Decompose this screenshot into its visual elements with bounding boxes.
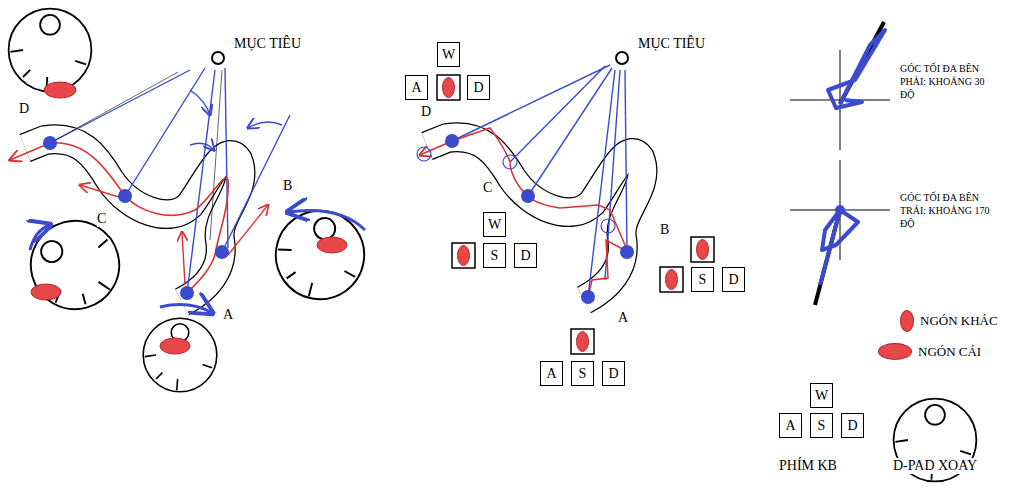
key-box: W [483,212,506,237]
label: D-PAD XOAY [893,458,977,474]
label: D [19,101,29,117]
key-box: D [841,413,864,438]
key-letter: W [815,388,828,404]
key-box: D [467,75,490,100]
key-letter: W [488,217,501,233]
key-box: W [437,42,460,67]
key-box: D [602,361,625,386]
legend-swatch [900,310,914,332]
label: D [421,104,431,120]
key-letter: D [473,80,483,96]
legend-swatch [878,343,912,360]
label: C [97,211,106,227]
key-box: S [571,361,594,386]
key-letter: D [728,272,738,288]
legend-text: NGÓN CÁI [918,344,981,360]
key-letter: D [608,366,618,382]
key-letter: A [785,418,795,434]
key-letter: S [491,248,499,264]
legend-text: NGÓN KHÁC [920,313,998,329]
label: MỤC TIÊU [638,36,705,52]
key-letter: A [546,366,556,382]
key-box: A [540,361,563,386]
key-letter: W [442,47,455,63]
label: B [283,178,292,194]
key-letter: A [411,80,421,96]
label: MỤC TIÊU [234,36,301,52]
key-box: W [810,383,833,408]
legend-row: NGÓN KHÁC [900,310,998,332]
key-letter: D [847,418,857,434]
key-letter: S [818,418,826,434]
angle-note: GÓC TỐI ĐA BÊN TRÁI: KHOẢNG 170 ĐỘ [900,191,1000,230]
label: PHÍM KB [779,458,837,474]
key-box: S [810,413,833,438]
label: C [483,180,492,196]
key-box: A [405,75,428,100]
key-box: S [691,267,714,292]
label: A [618,310,628,326]
key-box: A [779,413,802,438]
key-box: D [722,267,745,292]
angle-note: GÓC TỐI ĐA BÊN PHẢI: KHOẢNG 30 ĐỘ [900,62,1000,101]
key-box: D [514,243,537,268]
key-letter: S [699,272,707,288]
key-letter: S [579,366,587,382]
key-box: S [483,243,506,268]
key-letter: D [520,248,530,264]
label: B [660,222,669,238]
legend-row: NGÓN CÁI [878,343,981,360]
label: A [223,307,233,323]
